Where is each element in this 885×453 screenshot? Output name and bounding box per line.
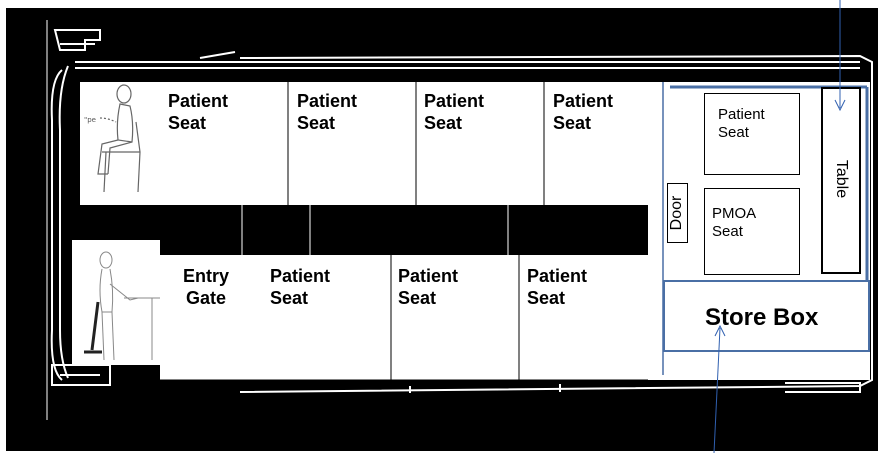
top-seat-row: [80, 82, 648, 205]
top-seat-2-label: Patient Seat: [297, 91, 358, 133]
store-box-label: Store Box: [705, 304, 819, 331]
table-arrowhead: [834, 99, 846, 112]
store-box-arrowhead: [714, 324, 726, 337]
pmoa-seat-label: PMOA Seat: [712, 205, 757, 241]
store-box-arrow: [713, 327, 721, 453]
bottom-seat-3-label: Patient Seat: [527, 266, 588, 308]
entry-gate-label: Entry Gate: [183, 266, 230, 308]
top-seat-4-label: Patient Seat: [553, 91, 614, 133]
cabin-patient-seat-label: Patient Seat: [718, 106, 765, 142]
svg-text:"pe: "pe: [84, 116, 96, 124]
standing-person-icon: [84, 251, 160, 361]
top-seat-1-label: Patient Seat: [168, 91, 229, 133]
cabin-patient-seat: [704, 93, 800, 175]
seated-person-icon: "pe: [84, 84, 141, 193]
bottom-seat-1-label: Patient Seat: [270, 266, 331, 308]
table: [821, 87, 861, 274]
bottom-seat-row: [160, 255, 648, 380]
bottom-seat-2-label: Patient Seat: [398, 266, 459, 308]
standing-icon-panel: [72, 240, 160, 365]
store-box: [663, 280, 870, 352]
door: [667, 183, 688, 243]
top-seat-3-label: Patient Seat: [424, 91, 485, 133]
pmoa-seat: [704, 188, 800, 275]
aisle-band: [160, 205, 648, 255]
